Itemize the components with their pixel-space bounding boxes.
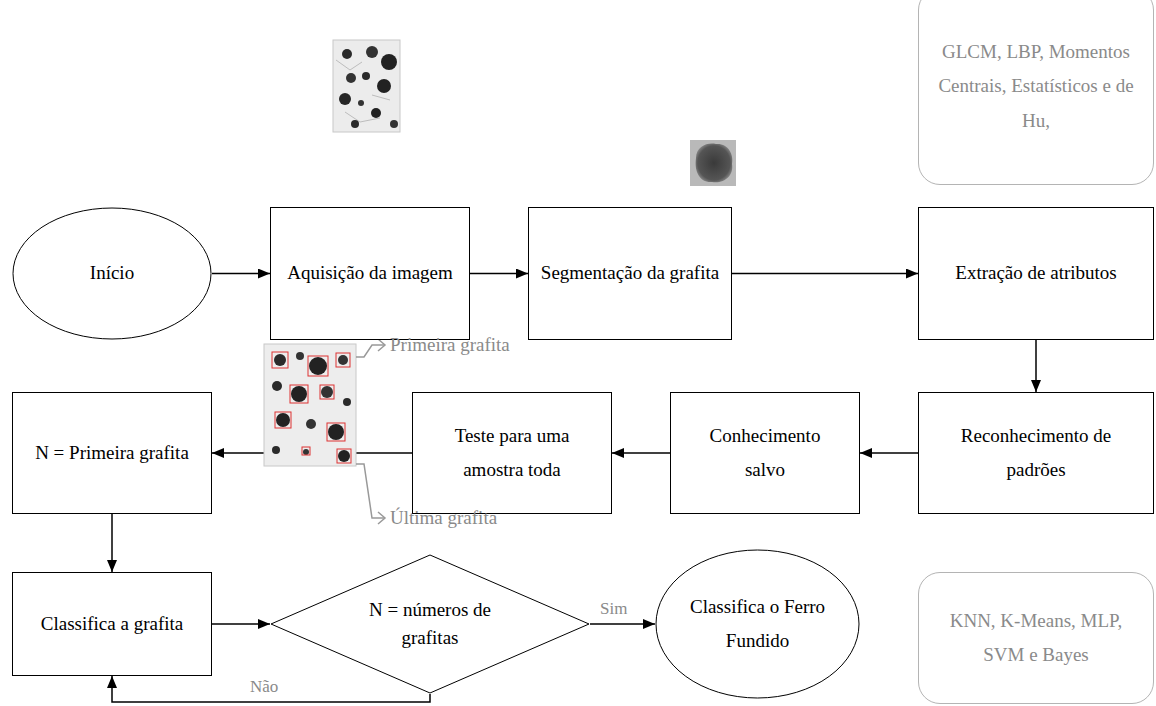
connector-arrow — [590, 623, 655, 625]
node-text: Classifica o Ferro Fundido — [686, 590, 829, 658]
node-text: Aquisição da imagem — [287, 256, 453, 290]
connector-arrow — [860, 452, 918, 454]
node-text: Conhecimento salvo — [690, 419, 840, 487]
sample-image — [264, 344, 356, 466]
connector-arrow — [112, 676, 430, 702]
edge-label: Sim — [598, 600, 629, 617]
callout-label: Primeira grafita — [390, 333, 510, 357]
start-ellipse: Início — [12, 207, 212, 340]
node-text: Segmentação da grafita — [541, 256, 719, 290]
edge-label: Não — [248, 678, 280, 695]
ellipse-outline — [655, 549, 860, 699]
connector-arrow — [612, 452, 670, 454]
micrograph-image — [333, 40, 400, 132]
connector-arrow — [212, 273, 270, 275]
node-text: Reconhecimento de padrões — [938, 419, 1134, 487]
graphite-particle-image — [690, 140, 736, 186]
node-text: KNN, K-Means, MLP, SVM e Bayes — [938, 604, 1134, 672]
node-text: N = Primeira grafita — [35, 436, 189, 470]
node-text: Início — [90, 256, 134, 290]
node-text: GLCM, LBP, Momentos Centrais, Estatístic… — [936, 35, 1136, 138]
process-box: Teste para uma amostra toda — [412, 392, 612, 514]
connector-arrow — [1035, 340, 1037, 392]
process-box: Reconhecimento de padrões — [918, 392, 1154, 514]
process-box: Aquisição da imagem — [270, 207, 470, 340]
note-box: KNN, K-Means, MLP, SVM e Bayes — [918, 572, 1154, 704]
process-box: N = Primeira grafita — [12, 392, 212, 514]
callout-label: Última grafita — [390, 506, 497, 530]
node-text: Extração de atributos — [955, 256, 1116, 290]
node-text: N = números de grafitas — [355, 596, 505, 653]
diamond-outline — [270, 554, 590, 694]
process-box: Extração de atributos — [918, 207, 1154, 340]
connector-arrow — [470, 273, 528, 275]
process-box: Classifica a grafita — [12, 572, 212, 676]
note-box: GLCM, LBP, Momentos Centrais, Estatístic… — [918, 0, 1154, 185]
connector-arrow — [111, 514, 113, 572]
leader-arrow — [356, 339, 385, 524]
node-text: Teste para uma amostra toda — [432, 419, 592, 487]
connector-arrow — [732, 273, 918, 275]
node-text: Classifica a grafita — [41, 607, 183, 641]
process-box: Conhecimento salvo — [670, 392, 860, 514]
end-ellipse: Classifica o Ferro Fundido — [655, 549, 860, 699]
decision-diamond: N = números de grafitas — [270, 554, 590, 694]
connector-arrow — [212, 623, 270, 625]
process-box: Segmentação da grafita — [528, 207, 732, 340]
